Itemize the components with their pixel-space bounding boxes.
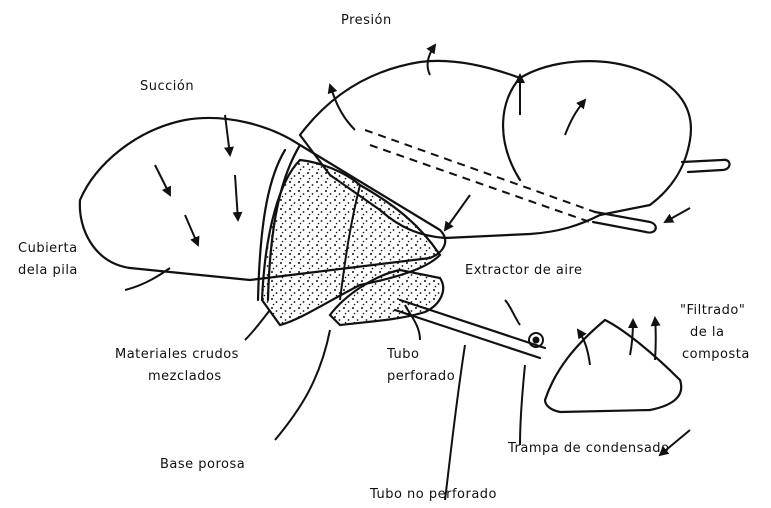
label-materiales-line2: mezclados <box>148 368 222 385</box>
label-base-porosa: Base porosa <box>160 456 245 473</box>
perforated-pipe-dashes <box>365 130 595 222</box>
pipe-upper <box>682 160 730 172</box>
label-tubo-perforado-line1: Tubo <box>387 346 419 363</box>
filter-cone <box>545 320 681 412</box>
label-tubo-perforado-line2: perforado <box>387 368 455 385</box>
label-materiales-line1: Materiales crudos <box>115 346 239 363</box>
label-cubierta-line1: Cubierta <box>18 240 78 257</box>
label-filtrado-line3: composta <box>682 346 750 363</box>
label-succion: Succión <box>140 78 194 95</box>
label-cubierta-line2: dela pila <box>18 262 78 279</box>
label-filtrado-line1: "Filtrado" <box>680 302 745 319</box>
label-trampa-condensado: Trampa de condensado <box>508 440 670 457</box>
label-presion: Presión <box>341 12 392 29</box>
label-tubo-no-perforado: Tubo no perforado <box>370 486 497 503</box>
label-filtrado-line2: de la <box>690 324 724 341</box>
label-extractor: Extractor de aire <box>465 262 583 279</box>
pressure-pile-inner-curve <box>503 78 520 180</box>
